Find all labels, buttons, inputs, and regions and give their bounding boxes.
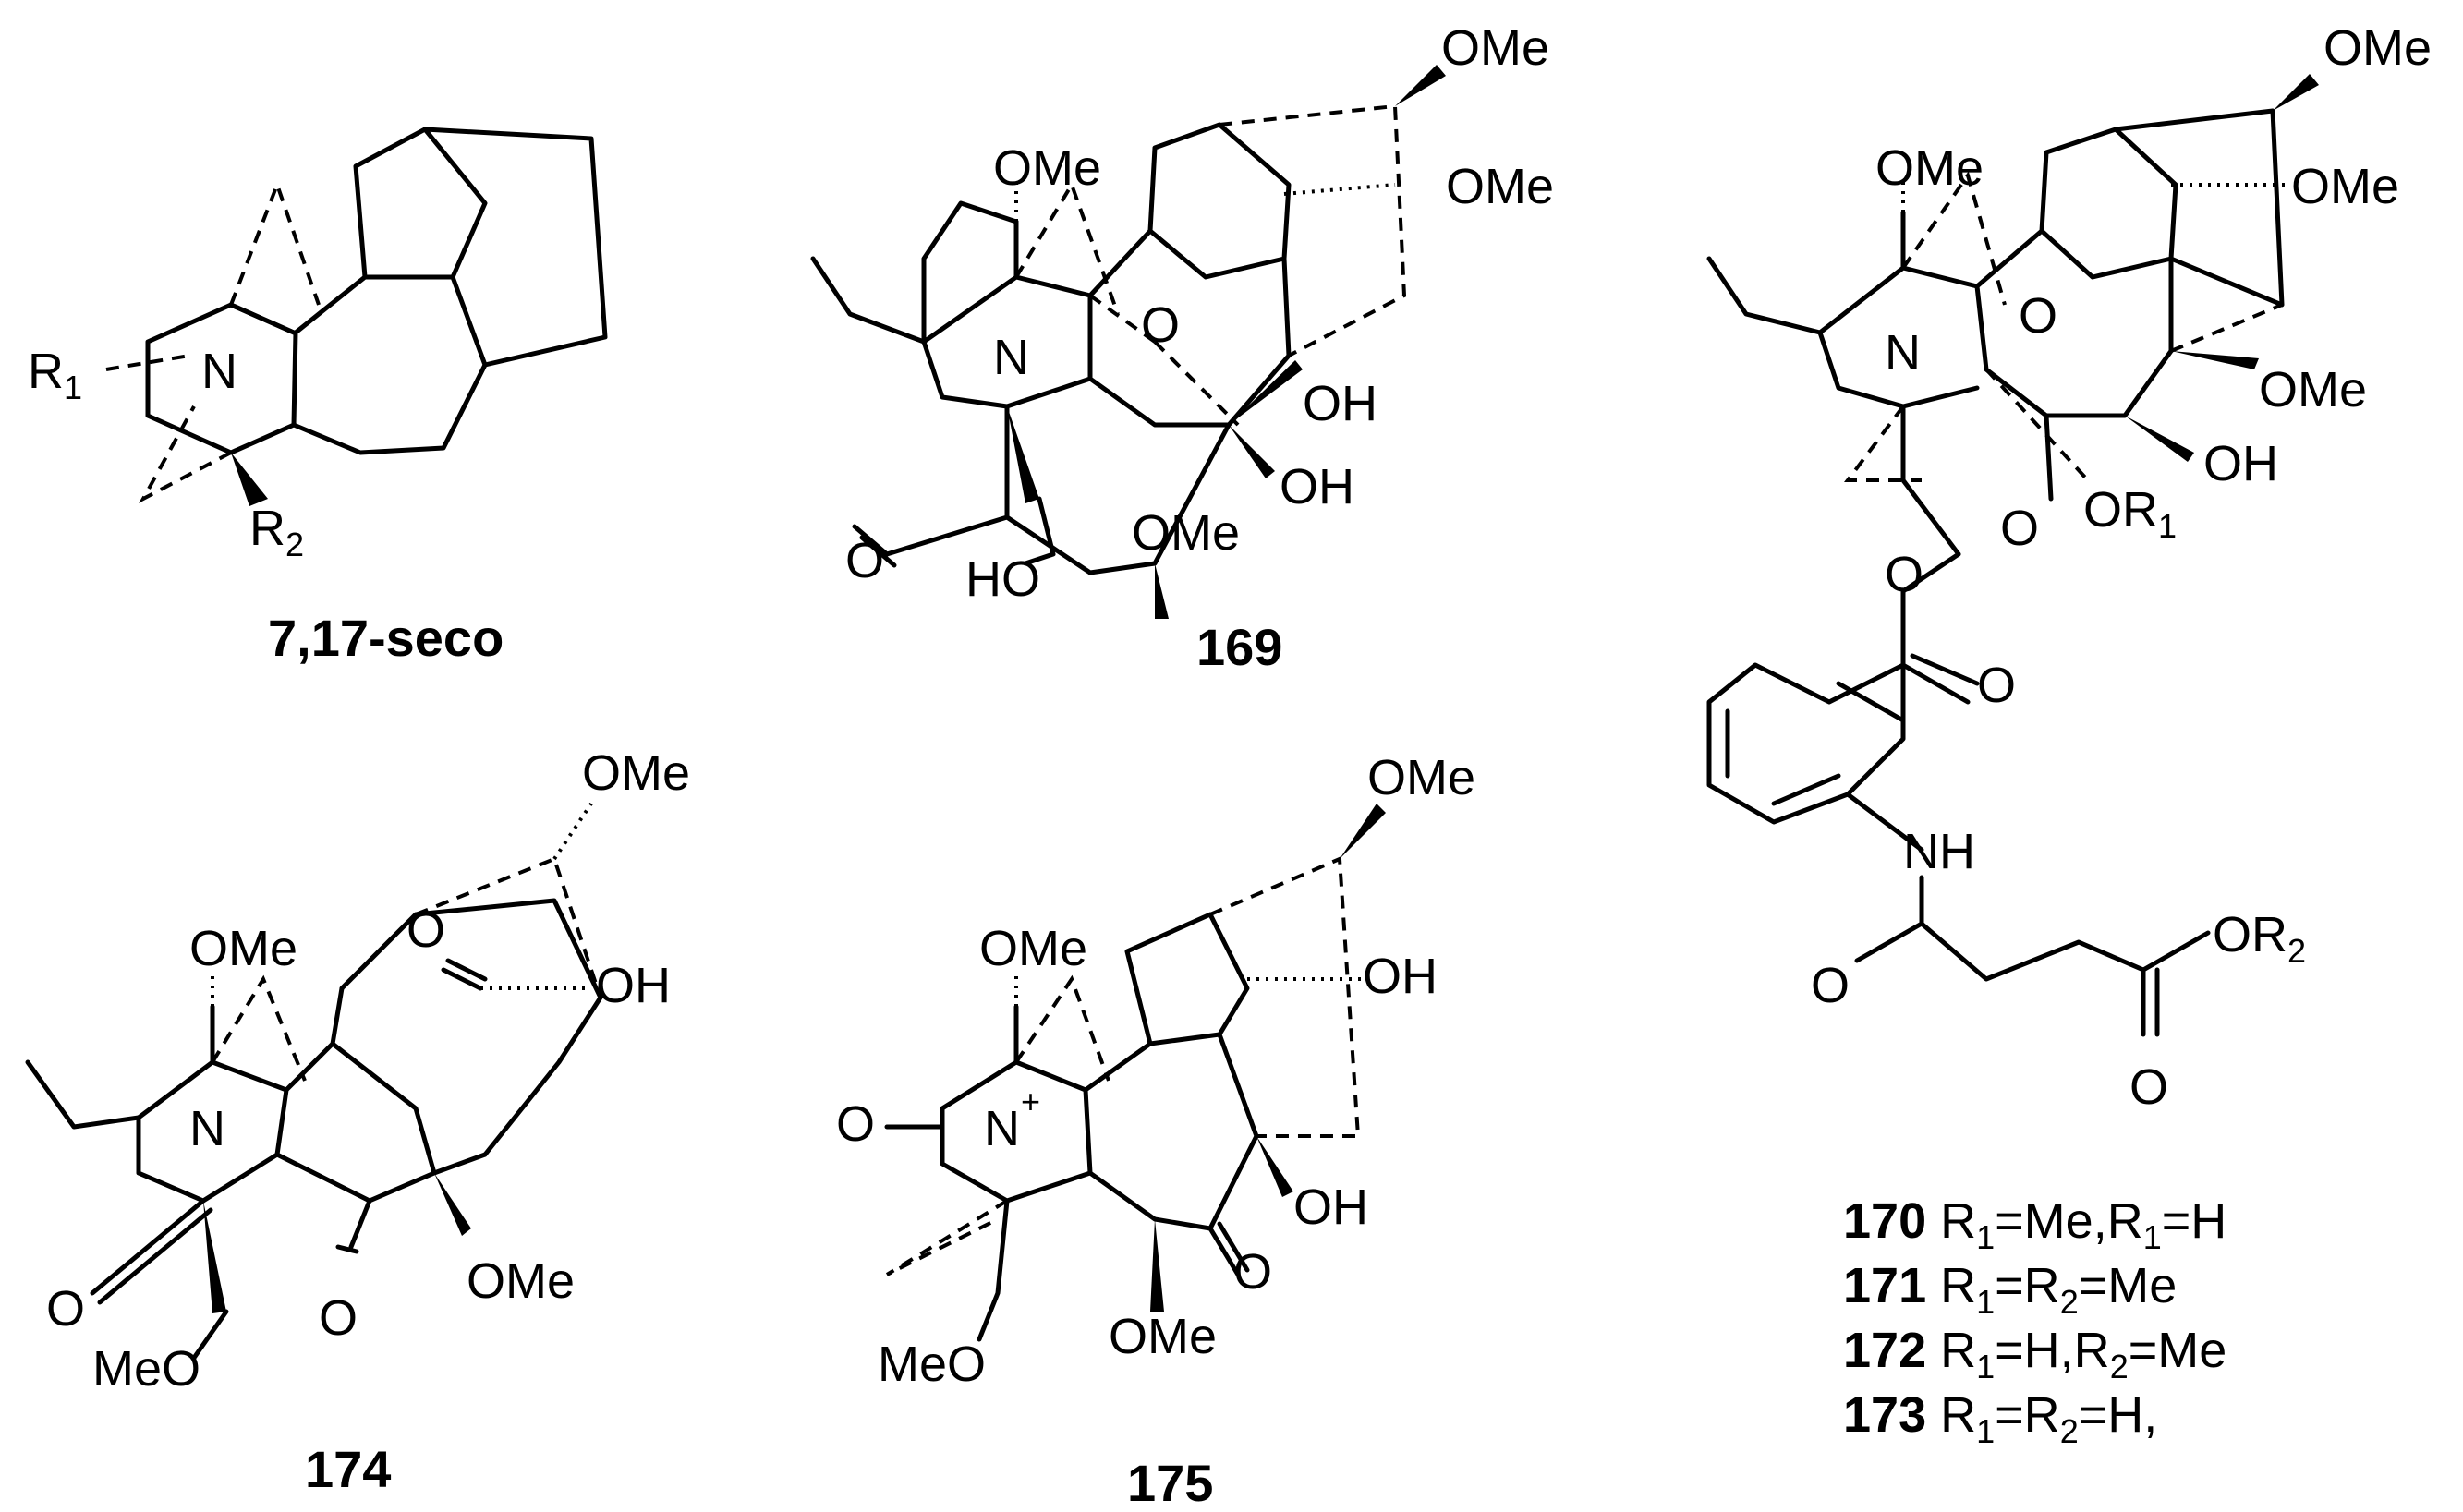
oh-label: OH bbox=[1303, 376, 1377, 431]
nh-label: NH bbox=[1903, 824, 1975, 879]
ketone-o-label: O bbox=[406, 902, 445, 958]
caption-169: 169 bbox=[1196, 618, 1282, 676]
n-oxide-o-label: O bbox=[836, 1096, 875, 1152]
oh-label: OH bbox=[1293, 1179, 1368, 1235]
oh-label: OH bbox=[1363, 949, 1438, 1004]
carbonyl-o-label: O bbox=[845, 533, 884, 588]
caption-7-17-seco: 7,17-seco bbox=[268, 609, 504, 667]
ome-label: OMe bbox=[993, 140, 1101, 196]
ome-label: OMe bbox=[1132, 505, 1240, 561]
r1-label: R1 bbox=[28, 344, 82, 406]
ome-label: OMe bbox=[1446, 159, 1554, 214]
ester-o-label: O bbox=[2129, 1059, 2168, 1115]
caption-174: 174 bbox=[305, 1440, 391, 1498]
or2-label: OR2 bbox=[2213, 907, 2306, 970]
ome-label: OMe bbox=[582, 745, 690, 801]
ome-label: OMe bbox=[467, 1253, 575, 1309]
ome-label: OMe bbox=[2259, 362, 2367, 417]
o-atom-label: O bbox=[1141, 297, 1180, 353]
structure-174: OMe OMe O OH N O O OMe MeO 174 bbox=[25, 745, 690, 1498]
meo-label: MeO bbox=[878, 1337, 986, 1392]
structure-169: OMe OMe OMe N O OH OH OMe O HO 169 bbox=[810, 20, 1554, 676]
ho-label: HO bbox=[965, 551, 1040, 607]
ome-label: OMe bbox=[1367, 750, 1475, 805]
n-atom-label: N bbox=[201, 344, 237, 399]
o-atom-label: O bbox=[1885, 547, 1923, 602]
oh-label: OH bbox=[596, 958, 671, 1013]
amide-o-label: O bbox=[1811, 958, 1850, 1013]
plus-charge-label: + bbox=[1021, 1083, 1040, 1120]
ome-label: OMe bbox=[979, 921, 1087, 976]
n-atom-label: N bbox=[984, 1101, 1020, 1156]
ome-label: OMe bbox=[189, 921, 297, 976]
ome-label: OMe bbox=[2291, 159, 2399, 214]
structure-7-17-seco: R1 N R2 7,17-seco bbox=[28, 127, 608, 667]
ome-label: OMe bbox=[2323, 20, 2432, 76]
n-atom-label: N bbox=[993, 330, 1029, 385]
carbonyl-o-label: O bbox=[46, 1281, 85, 1337]
r2-label: R2 bbox=[249, 501, 304, 563]
structure-175: OMe OMe O N + OH OH O OMe MeO 175 bbox=[836, 750, 1475, 1512]
or1-label: OR1 bbox=[2083, 482, 2177, 545]
o-atom-label: O bbox=[2000, 501, 2039, 556]
ketone-o-label: O bbox=[1233, 1244, 1272, 1300]
ketone-o-label: O bbox=[319, 1290, 358, 1346]
o-atom-label: O bbox=[2019, 288, 2057, 344]
carbonyl-o-label: O bbox=[1977, 658, 2016, 713]
n-atom-label: N bbox=[189, 1101, 225, 1156]
caption-175: 175 bbox=[1127, 1454, 1213, 1512]
n-atom-label: N bbox=[1885, 325, 1921, 381]
ome-label: OMe bbox=[1441, 20, 1549, 76]
meo-label: MeO bbox=[92, 1341, 200, 1397]
structure-170-173: OMe OMe OMe N O OMe OH O O O NH O O OR1 … bbox=[1706, 20, 2432, 1115]
oh-label: OH bbox=[1280, 459, 1354, 514]
ome-label: OMe bbox=[1875, 140, 1984, 196]
oh-label: OH bbox=[2203, 436, 2278, 491]
ome-label: OMe bbox=[1109, 1309, 1217, 1364]
